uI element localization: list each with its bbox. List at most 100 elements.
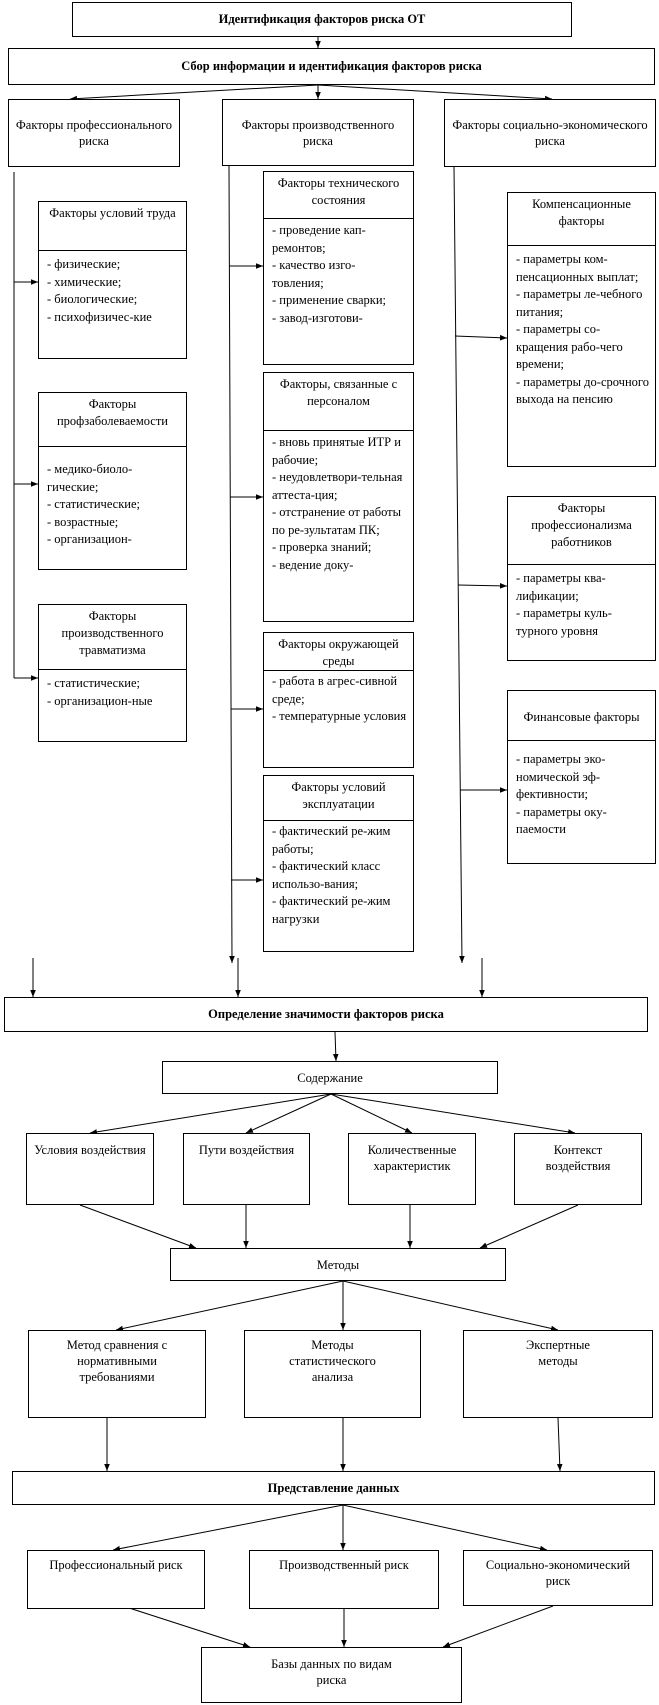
prod-box-technical: Факторы технического состояния проведени… <box>263 171 414 365</box>
prod-box-personnel: Факторы, связанные с персоналом вновь пр… <box>263 372 414 622</box>
list-item: организацион-ные <box>47 693 180 711</box>
method-item-comparison: Метод сравнения с нормативными требовани… <box>28 1330 206 1418</box>
connector-line <box>442 1605 554 1648</box>
content-item-label: Количественные характеристик <box>367 1143 457 1173</box>
list-item: работа в агрес-сивной среде; <box>272 673 407 708</box>
soc-box-title: Финансовые факторы <box>508 691 655 741</box>
data-presentation-title: Представление данных <box>267 1480 400 1495</box>
col-header-production: Факторы производственного риска <box>222 99 414 166</box>
method-item-label: Экспертные методы <box>526 1338 590 1368</box>
top-title-box: Идентификация факторов риска ОТ <box>72 2 572 37</box>
risk-production: Производственный риск <box>249 1550 439 1609</box>
list-item: медико-биоло-гические; <box>47 461 180 496</box>
prod-box-environment: Факторы окружающей среды работа в агрес-… <box>263 632 414 768</box>
connector-line <box>69 84 319 102</box>
list-item: организацион- <box>47 531 180 549</box>
methods-title: Методы <box>316 1257 360 1272</box>
risk-label: Социально-экономический риск <box>485 1558 631 1588</box>
col-header-socioeconomic: Факторы социально-экономического риска <box>444 99 656 167</box>
content-box: Содержание <box>162 1061 498 1094</box>
list-item: статистические; <box>47 675 180 693</box>
list-item: возрастные; <box>47 514 180 532</box>
prof-box-title: Факторы профзаболеваемости <box>39 393 186 447</box>
soc-box-compensation: Компенсационные факторы параметры ком-пе… <box>507 192 656 467</box>
method-item-label: Метод сравнения с нормативными требовани… <box>66 1338 168 1384</box>
content-item-quantitative: Количественные характеристик <box>348 1133 476 1205</box>
list-item: фактический класс использо-вания; <box>272 858 407 893</box>
prod-box-title: Факторы, связанные с персоналом <box>264 373 413 431</box>
content-item-label: Контекст воздействия <box>545 1143 611 1173</box>
content-item-label: Условия воздействия <box>34 1143 146 1157</box>
list-item: параметры до-срочного выхода на пенсию <box>516 374 649 409</box>
content-item-label: Пути воздействия <box>198 1143 295 1157</box>
connector-line <box>112 1504 344 1552</box>
connector-line <box>122 1605 251 1648</box>
col-header-label: Факторы профессионального риска <box>15 118 173 148</box>
list-item: параметры ква-лификации; <box>516 570 649 605</box>
connector-line <box>479 1204 579 1249</box>
list-item: применение сварки; <box>272 292 407 310</box>
prof-box-injury: Факторы производственного травматизма ст… <box>38 604 187 742</box>
prof-box-title: Факторы условий труда <box>39 202 186 251</box>
connector-line <box>342 1504 548 1552</box>
connector-line <box>89 1093 332 1135</box>
list-item: химические; <box>47 274 180 292</box>
connector-line <box>332 1031 339 1062</box>
list-item: фактический ре-жим нагрузки <box>272 893 407 928</box>
connector-line <box>556 1417 563 1472</box>
list-item: параметры ком-пенсационных выплат; <box>516 251 649 286</box>
methods-box: Методы <box>170 1248 506 1281</box>
top-title: Идентификация факторов риска ОТ <box>218 12 426 26</box>
soc-box-title: Компенсационные факторы <box>508 193 655 246</box>
list-item: отстранение от работы по ре-зультатам ПК… <box>272 504 407 539</box>
prod-box-title: Факторы окружающей среды <box>264 633 413 671</box>
list-item: проверка знаний; <box>272 539 407 557</box>
list-item: параметры оку-паемости <box>516 804 649 839</box>
list-item: качество изго-товления; <box>272 257 407 292</box>
list-item: параметры ле-чебного питания; <box>516 286 649 321</box>
list-item: фактический ре-жим работы; <box>272 823 407 858</box>
significance-title: Определение значимости факторов риска <box>208 1007 444 1021</box>
content-item-context: Контекст воздействия <box>514 1133 642 1205</box>
list-item: неудовлетвори-тельная аттеста-ция; <box>272 469 407 504</box>
prof-box-occupational-disease: Факторы профзаболеваемости медико-биоло-… <box>38 392 187 570</box>
connector-line <box>330 1093 413 1134</box>
connector-line <box>342 1280 559 1332</box>
connector-line <box>457 583 508 589</box>
content-item-paths: Пути воздействия <box>183 1133 310 1205</box>
col-header-label: Факторы социально-экономического риска <box>452 118 648 148</box>
method-item-statistical: Методы статистического анализа <box>244 1330 421 1418</box>
significance-box: Определение значимости факторов риска <box>4 997 648 1032</box>
soc-box-professionalism: Факторы профессионализма работников пара… <box>507 496 656 661</box>
list-item: психофизичес-кие <box>47 309 180 327</box>
list-item: вновь принятые ИТР и рабочие; <box>272 434 407 469</box>
list-item: температурные условия <box>272 708 407 726</box>
list-item: параметры куль-турного уровня <box>516 605 649 640</box>
col-header-professional: Факторы профессионального риска <box>8 99 180 167</box>
list-item: биологические; <box>47 291 180 309</box>
list-item: параметры со-кращения рабо-чего времени; <box>516 321 649 374</box>
risk-professional: Профессиональный риск <box>27 1550 205 1609</box>
collect-title-box: Сбор информации и идентификация факторов… <box>8 48 655 85</box>
connector-line <box>79 1204 197 1249</box>
risk-socioeconomic: Социально-экономический риск <box>463 1550 653 1606</box>
method-item-label: Методы статистического анализа <box>289 1338 376 1384</box>
connector-line <box>330 1093 576 1135</box>
list-item: физические; <box>47 256 180 274</box>
risk-label: Профессиональный риск <box>49 1558 183 1572</box>
list-item: завод-изготови- <box>272 310 407 328</box>
list-item: ведение доку- <box>272 557 407 575</box>
connector-line <box>115 1280 344 1332</box>
method-item-expert: Экспертные методы <box>463 1330 653 1418</box>
list-item: проведение кап-ремонтов; <box>272 222 407 257</box>
connector-line <box>453 165 465 964</box>
soc-box-financial: Финансовые факторы параметры эко-номичес… <box>507 690 656 864</box>
database-box: Базы данных по видам риска <box>201 1647 462 1703</box>
list-item: статистические; <box>47 496 180 514</box>
soc-box-title: Факторы профессионализма работников <box>508 497 655 565</box>
content-title: Содержание <box>297 1070 363 1085</box>
prod-box-operation: Факторы условий эксплуатации фактический… <box>263 775 414 952</box>
prof-box-title: Факторы производственного травматизма <box>39 605 186 670</box>
risk-label: Производственный риск <box>279 1558 409 1572</box>
